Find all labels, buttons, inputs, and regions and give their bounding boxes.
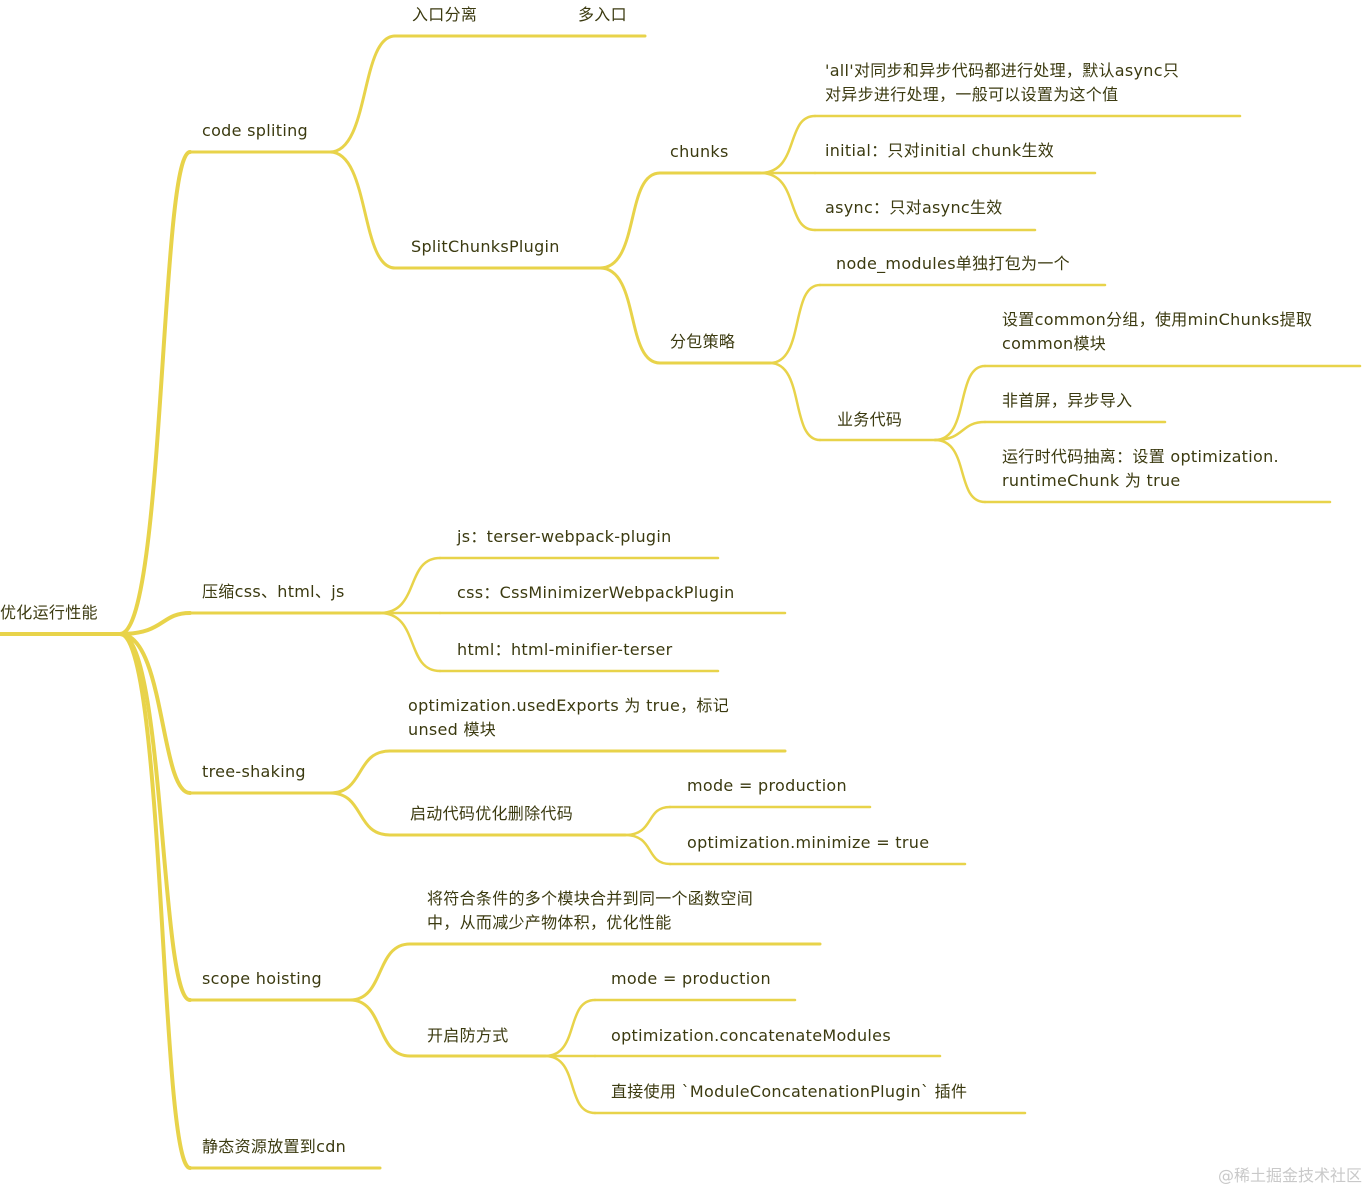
node-cdn: 静态资源放置到cdn <box>202 1137 347 1156</box>
node-node-modules: node_modules单独打包为一个 <box>836 254 1070 273</box>
node-non-first-screen: 非首屏，异步导入 <box>1002 391 1133 410</box>
node-tree-shaking: tree-shaking <box>202 762 306 781</box>
node-compress-css: css：CssMinimizerWebpackPlugin <box>457 583 735 602</box>
node-sh-plugin: 直接使用 `ModuleConcatenationPlugin` 插件 <box>611 1082 968 1101</box>
link-split-chunks <box>328 150 397 270</box>
link-used-exports <box>328 749 392 795</box>
node-chunks-all-line1: 'all'对同步和异步代码都进行处理，默认async只 <box>825 61 1180 80</box>
link-compress-js <box>378 556 442 615</box>
node-sh-desc-line2: 中，从而减少产物体积，优化性能 <box>427 913 672 932</box>
node-split-chunks-plugin: SplitChunksPlugin <box>411 237 560 256</box>
node-compress-js: js：terser-webpack-plugin <box>457 527 672 546</box>
link-chunks-async <box>758 171 817 232</box>
link-runtime <box>933 438 987 504</box>
node-sh-ways: 开启防方式 <box>427 1026 509 1045</box>
node-sh-desc-line1: 将符合条件的多个模块合并到同一个函数空间 <box>427 889 754 908</box>
link-root-scope-hoisting <box>118 632 192 1002</box>
link-root-cdn <box>118 632 192 1170</box>
root-node: 优化运行性能 <box>0 603 98 622</box>
node-chunks-async: async：只对async生效 <box>825 198 1003 217</box>
node-common-line1: 设置common分组，使用minChunks提取 <box>1002 310 1313 329</box>
link-root-tree-shaking <box>118 632 192 795</box>
link-ts-minimize <box>623 833 672 866</box>
node-runtime-line1: 运行时代码抽离：设置 optimization. <box>1002 447 1279 466</box>
node-used-exports-line1: optimization.usedExports 为 true，标记 <box>408 696 730 715</box>
link-chunks-all <box>758 114 817 175</box>
link-sh-plugin <box>543 1054 597 1115</box>
link-enable-delete <box>328 791 392 837</box>
node-business: 业务代码 <box>837 410 903 429</box>
link-sh-mode <box>543 998 597 1058</box>
link-sh-ways <box>348 998 412 1058</box>
node-strategy: 分包策略 <box>670 332 736 351</box>
link-compress-html <box>378 611 442 673</box>
node-entry-split: 入口分离 <box>412 5 478 24</box>
link-chunks <box>598 171 662 270</box>
link-business <box>768 361 822 442</box>
node-common-line2: common模块 <box>1002 334 1107 353</box>
node-runtime-line2: runtimeChunk 为 true <box>1002 471 1181 490</box>
watermark: @稀土掘金技术社区 <box>1217 1166 1362 1185</box>
link-ts-mode <box>623 805 672 837</box>
link-root-compress <box>118 611 192 636</box>
link-root-code-spliting <box>118 150 192 636</box>
link-entry-split <box>328 34 397 154</box>
node-enable-delete: 启动代码优化删除代码 <box>410 804 574 823</box>
node-chunks-initial: initial：只对initial chunk生效 <box>825 141 1055 160</box>
node-chunks-all-line2: 对异步进行处理，一般可以设置为这个值 <box>825 85 1119 104</box>
node-scope-hoisting: scope hoisting <box>202 969 322 988</box>
link-sh-desc <box>348 942 412 1002</box>
node-multi-entry: 多入口 <box>578 5 627 24</box>
node-sh-mode: mode = production <box>611 969 771 988</box>
node-compress-html: html：html-minifier-terser <box>457 640 673 659</box>
node-code-spliting: code spliting <box>202 121 308 140</box>
node-ts-mode: mode = production <box>687 776 847 795</box>
node-sh-concat: optimization.concatenateModules <box>611 1026 891 1045</box>
node-used-exports-line2: unsed 模块 <box>408 720 497 739</box>
node-compress: 压缩css、html、js <box>202 582 345 601</box>
link-non-first-screen <box>933 420 987 442</box>
node-ts-minimize: optimization.minimize = true <box>687 833 930 852</box>
link-common <box>933 364 987 442</box>
link-node-modules <box>768 283 822 365</box>
node-chunks: chunks <box>670 142 729 161</box>
link-strategy <box>598 266 662 365</box>
